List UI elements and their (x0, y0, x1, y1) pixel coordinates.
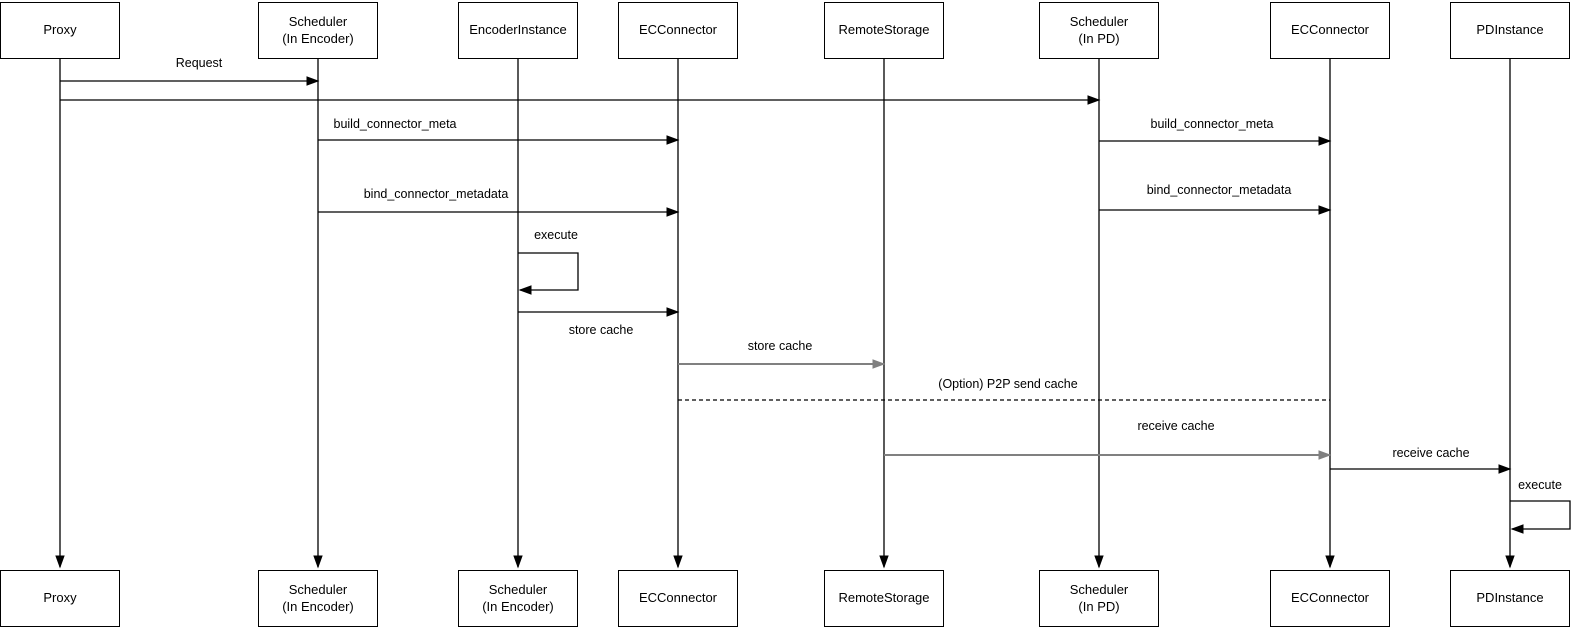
actor-label: Scheduler (In Encoder) (282, 581, 354, 614)
message-label-receive-cache-from-remote: receive cache (1135, 419, 1217, 434)
actor-label: PDInstance (1476, 590, 1544, 606)
message-label-bind-connector-metadata-right: bind_connector_metadata (1144, 183, 1294, 198)
message-self-loop-execute-encoder (518, 252, 579, 295)
message-label-build-connector-meta-left: build_connector_meta (331, 117, 459, 132)
actor-bottom-box-encoder-instance: Scheduler (In Encoder) (458, 570, 578, 627)
actor-top-box-scheduler-encoder: Scheduler (In Encoder) (258, 2, 378, 59)
actor-label: ECConnector (1290, 590, 1370, 606)
message-label-store-cache-to-ecconnector: store cache (566, 323, 636, 338)
actor-top-box-ec-connector-left: ECConnector (618, 2, 738, 59)
actor-top-box-remote-storage: RemoteStorage (824, 2, 944, 59)
actor-bottom-box-proxy: Proxy (0, 570, 120, 627)
message-label-store-cache-to-remote: store cache (745, 339, 815, 354)
actor-label: RemoteStorage (838, 22, 930, 38)
actor-label: PDInstance (1476, 22, 1544, 38)
actor-label: Scheduler (In PD) (1069, 13, 1129, 46)
message-label-build-connector-meta-right: build_connector_meta (1148, 117, 1276, 132)
message-self-loop-execute-pd (1510, 500, 1571, 534)
actor-top-box-scheduler-pd: Scheduler (In PD) (1039, 2, 1159, 59)
message-label-p2p-send-cache: (Option) P2P send cache (936, 377, 1080, 392)
actor-top-box-encoder-instance: EncoderInstance (458, 2, 578, 59)
actor-bottom-box-ec-connector-right: ECConnector (1270, 570, 1390, 627)
actor-bottom-box-pd-instance: PDInstance (1450, 570, 1570, 627)
message-label-execute-encoder: execute (532, 228, 580, 243)
actor-label: ECConnector (638, 22, 718, 38)
actor-bottom-box-scheduler-encoder: Scheduler (In Encoder) (258, 570, 378, 627)
actor-bottom-box-scheduler-pd: Scheduler (In PD) (1039, 570, 1159, 627)
actor-bottom-box-ec-connector-left: ECConnector (618, 570, 738, 627)
actor-top-box-pd-instance: PDInstance (1450, 2, 1570, 59)
actor-label: Proxy (43, 590, 77, 606)
actor-top-box-proxy: Proxy (0, 2, 120, 59)
actor-label: Scheduler (In PD) (1069, 581, 1129, 614)
actor-bottom-box-remote-storage: RemoteStorage (824, 570, 944, 627)
message-label-bind-connector-metadata-left: bind_connector_metadata (361, 187, 511, 202)
actor-label: Scheduler (In Encoder) (282, 13, 354, 46)
actor-label: ECConnector (1290, 22, 1370, 38)
actor-label: EncoderInstance (469, 22, 567, 38)
message-label-receive-cache-to-pd: receive cache (1390, 446, 1472, 461)
actor-top-box-ec-connector-right: ECConnector (1270, 2, 1390, 59)
message-label-request: Request (173, 56, 225, 71)
actor-label: Scheduler (In Encoder) (482, 581, 554, 614)
message-label-execute-pd: execute (1516, 478, 1564, 493)
actor-label: Proxy (43, 22, 77, 38)
actor-label: ECConnector (638, 590, 718, 606)
actor-label: RemoteStorage (838, 590, 930, 606)
